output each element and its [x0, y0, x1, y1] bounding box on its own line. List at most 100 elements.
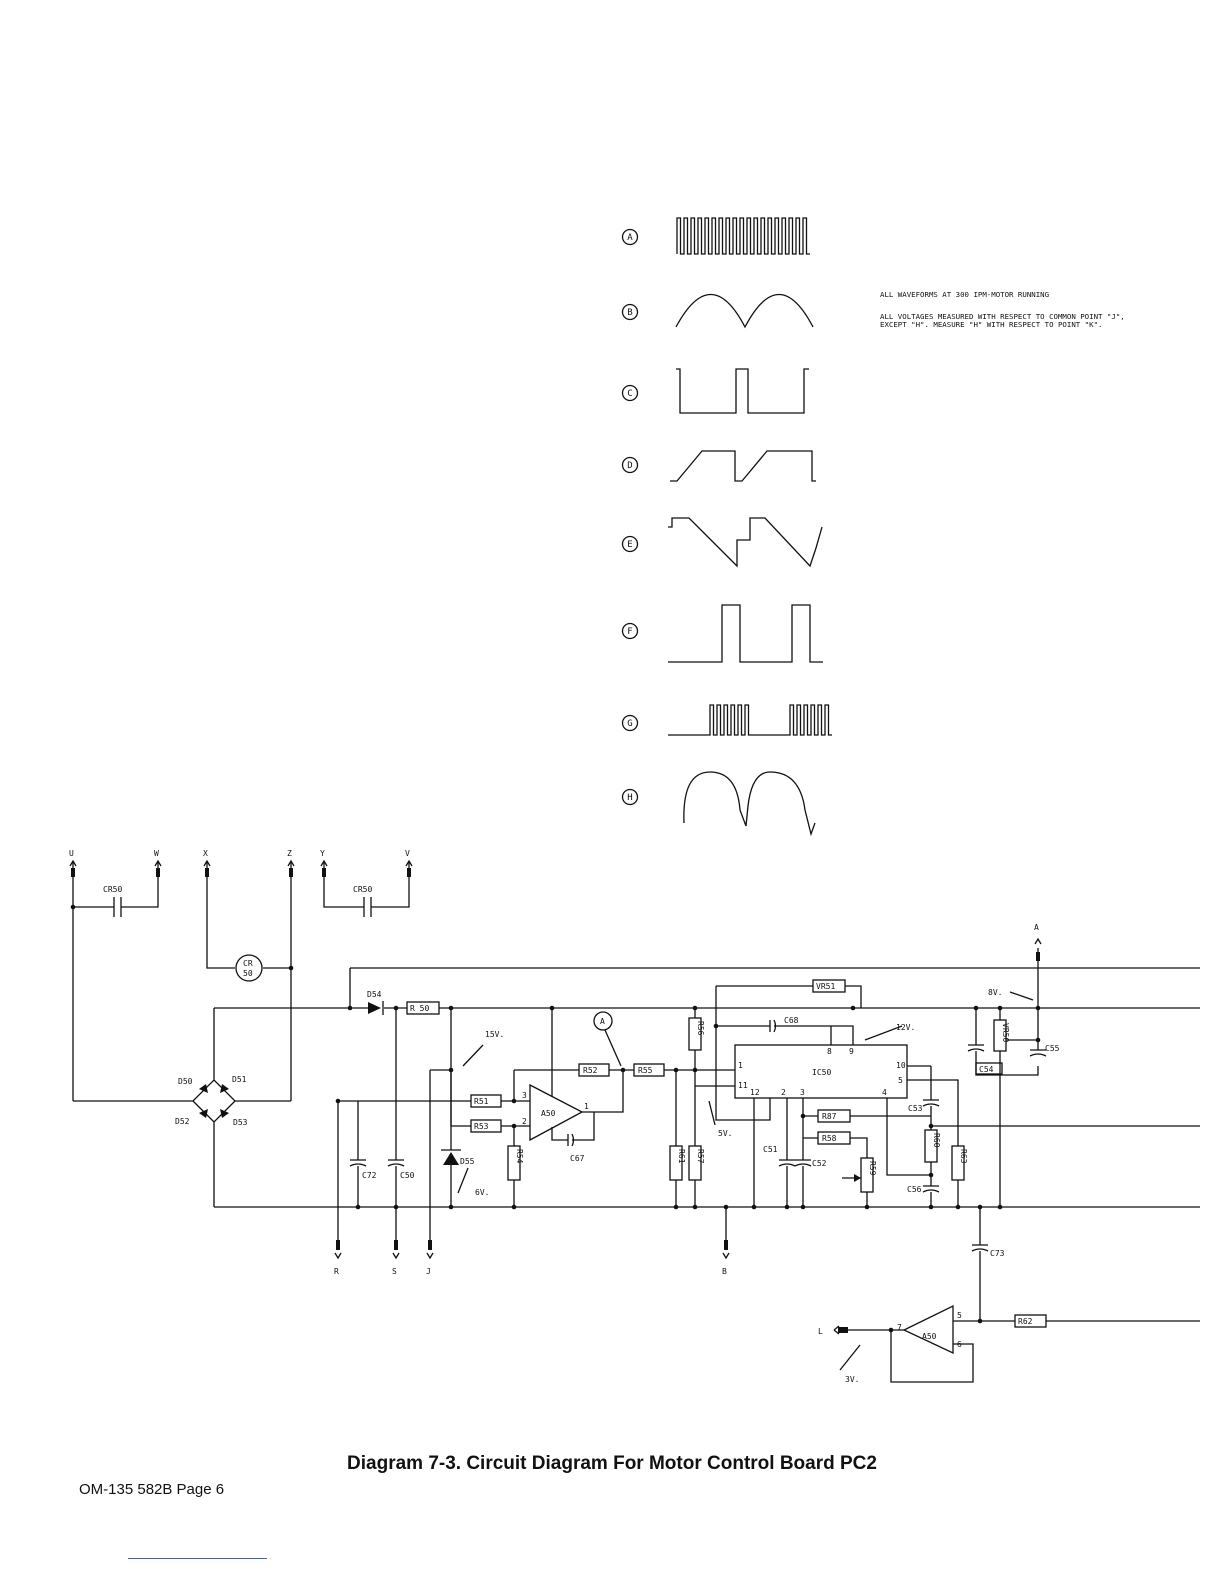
junction-dot [692, 1005, 698, 1011]
r87-label: R87 [822, 1112, 837, 1121]
junction-dot [928, 1204, 934, 1210]
d53-label: D53 [233, 1118, 248, 1127]
c55-label: C55 [1045, 1044, 1060, 1053]
terminal-j: J [426, 1267, 431, 1276]
junction-dot [800, 1204, 806, 1210]
ic50-pin-5: 5 [898, 1076, 903, 1085]
ic50-pin-4: 4 [882, 1088, 887, 1097]
c53-label: C53 [908, 1104, 923, 1113]
d50-label: D50 [178, 1077, 193, 1086]
terminal-a: A [1034, 923, 1039, 932]
junction-dot [928, 1123, 934, 1129]
junction-dot [692, 1204, 698, 1210]
junction-dot [692, 1067, 698, 1073]
junction-dot [955, 1204, 961, 1210]
junction-dot [673, 1067, 679, 1073]
ic50-pin-3: 3 [800, 1088, 805, 1097]
terminal-y: Y [320, 849, 325, 858]
wave-label-d: D [627, 461, 632, 471]
voltage-8v: 8V. [988, 988, 1002, 997]
terminal-v: V [405, 849, 410, 858]
waveform-e [668, 517, 823, 568]
r61-label: R61 [677, 1149, 686, 1164]
cr50-coil [235, 954, 263, 982]
r62-resistor [1014, 1314, 1047, 1328]
d52-label: D52 [175, 1117, 190, 1126]
junction-dot [800, 1113, 806, 1119]
voltage-5v: 5V. [718, 1129, 732, 1138]
d55-label: D55 [460, 1157, 475, 1166]
c73-label: C73 [990, 1249, 1005, 1258]
a50-pin-1: 1 [584, 1102, 589, 1111]
voltage-15v: 15V. [485, 1030, 504, 1039]
junction-dot [288, 965, 294, 971]
a50-opamp-bottom [902, 1304, 954, 1355]
c67-label: C67 [570, 1154, 585, 1163]
ic50-pin-8: 8 [827, 1047, 832, 1056]
junction-dot [1035, 1005, 1041, 1011]
terminal-x: X [203, 849, 208, 858]
waveform-panel [621, 217, 832, 837]
a50b-pin-6: 6 [957, 1340, 962, 1349]
junction-dot [713, 1023, 719, 1029]
c50-label: C50 [400, 1171, 415, 1180]
r57-resistor [688, 1145, 702, 1181]
ic50-pin-11: 11 [738, 1081, 748, 1090]
wave-label-c: C [627, 389, 632, 399]
junction-dot [977, 1318, 983, 1324]
footer-rule [128, 1558, 267, 1559]
wave-label-b: B [627, 308, 632, 318]
r62-label: R62 [1018, 1317, 1033, 1326]
waveform-label-circles [621, 228, 639, 806]
r57-label: R57 [696, 1149, 705, 1164]
d51-label: D51 [232, 1075, 247, 1084]
waveform-g [668, 704, 832, 736]
junction-dot [751, 1204, 757, 1210]
ic50-pin-9: 9 [849, 1047, 854, 1056]
diagram-caption: Diagram 7-3. Circuit Diagram For Motor C… [347, 1453, 877, 1474]
waveform-note-2: ALL VOLTAGES MEASURED WITH RESPECT TO CO… [880, 312, 1125, 329]
r60-label: R60 [932, 1133, 941, 1148]
waveform-a [676, 217, 810, 255]
c52-label: C52 [812, 1159, 827, 1168]
junction-dot [784, 1204, 790, 1210]
junction-dot [888, 1327, 894, 1333]
a50-opamp-top [529, 1083, 584, 1142]
ic50-chip [734, 1044, 908, 1099]
junction-dot [355, 1204, 361, 1210]
junction-dot [511, 1098, 517, 1104]
wave-label-f: F [627, 627, 632, 637]
r56-resistor [688, 1017, 702, 1051]
junction-dot [393, 1204, 399, 1210]
a50-top-label: A50 [541, 1109, 556, 1118]
junction-dots [70, 904, 1041, 1333]
test-point-a [593, 1011, 613, 1031]
cr50-left-contacts [72, 877, 159, 1101]
ic50-pin-2: 2 [781, 1088, 786, 1097]
top-terminals [69, 859, 413, 877]
junction-dot [448, 1204, 454, 1210]
cr50-coil-label-1: CR [243, 959, 253, 968]
terminal-b: B [722, 1267, 727, 1276]
r61-resistor [669, 1145, 683, 1181]
voltage-6v: 6V. [475, 1188, 489, 1197]
junction-dot [997, 1204, 1003, 1210]
a50-bottom-label: A50 [922, 1332, 937, 1341]
cr50-right-contacts [323, 877, 410, 917]
junction-dot [335, 1098, 341, 1104]
vr51-regulator [812, 979, 846, 993]
d55-zener [443, 1152, 459, 1165]
junction-dot [511, 1204, 517, 1210]
ic50-pin-1: 1 [738, 1061, 743, 1070]
r52-label: R52 [583, 1066, 598, 1075]
junction-dot [997, 1005, 1003, 1011]
junction-dot [347, 1005, 353, 1011]
bridge-rectifier [73, 1008, 291, 1207]
page-footer: OM-135 582B Page 6 [79, 1481, 225, 1498]
r59-label: R59 [868, 1161, 877, 1176]
d54-label: D54 [367, 990, 382, 999]
junction-dot [448, 1067, 454, 1073]
waveform-note-1: ALL WAVEFORMS AT 300 IPM-MOTOR RUNNING [880, 290, 1050, 299]
waveform-notes: ALL WAVEFORMS AT 300 IPM-MOTOR RUNNING A… [880, 283, 1140, 343]
junction-dot [620, 1067, 626, 1073]
